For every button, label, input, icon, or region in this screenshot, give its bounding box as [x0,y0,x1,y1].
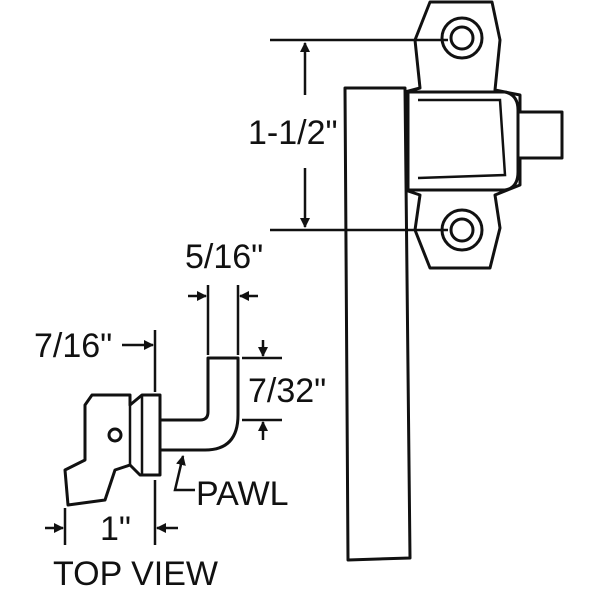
dimension-pawl-width: 5/16" [185,238,263,355]
cam-housing [406,90,520,192]
top-view-caption: TOP VIEW [53,555,218,593]
base-width-label: 1" [100,510,131,548]
dimension-offset: 7/16" [34,327,157,392]
pawl [153,356,240,452]
pawl-callout: PAWL [173,455,289,513]
handle-lever [343,86,412,562]
offset-label: 7/16" [34,327,112,365]
top-view-part [63,356,240,507]
hole-spacing-label: 1-1/2" [248,114,338,152]
spindle [516,110,564,160]
pawl-width-label: 5/16" [185,238,263,276]
dimension-pawl-thickness: 7/32" [242,340,326,440]
pawl-label: PAWL [196,475,289,513]
lock-body [63,393,162,507]
dimension-hole-spacing: 1-1/2" [248,38,448,232]
dimension-base-width: 1" [45,480,178,548]
handle-assembly [343,0,564,562]
pawl-thickness-label: 7/32" [248,372,326,410]
